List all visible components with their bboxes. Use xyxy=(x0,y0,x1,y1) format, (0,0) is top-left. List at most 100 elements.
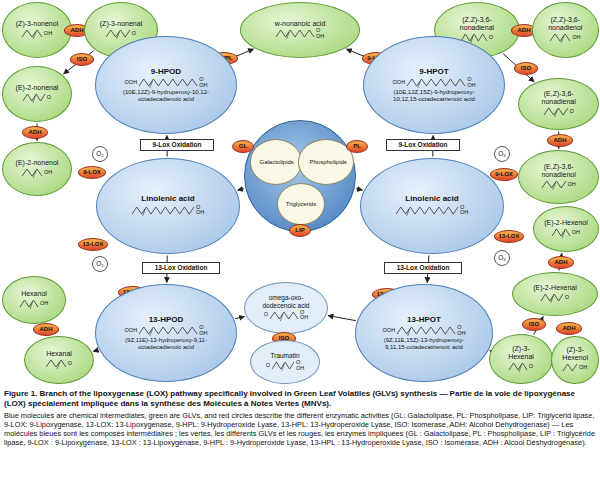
node-content: w-nonanoic acidOOH xyxy=(275,20,326,41)
figure-caption: Figure 1. Branch of the lipoxygenase (LO… xyxy=(4,389,596,408)
group-column: OOH xyxy=(456,325,466,336)
group-column: OOH xyxy=(315,28,325,39)
node-content: Linolenic acidOOH xyxy=(131,195,205,217)
oxygen-circle: O₂ xyxy=(494,250,510,266)
atom-label: OH xyxy=(43,170,53,176)
intermediate-ellipse: 13-HPOTOOHOOH(9Z,11E,15Z)-13-hydroperoxy… xyxy=(355,284,492,382)
node-content: ISO xyxy=(529,321,539,328)
step-box: 13-Lox Oxidation xyxy=(142,262,220,274)
node-content: 13-LOX xyxy=(498,233,519,240)
group-column: OH xyxy=(578,365,588,371)
enzyme-oval: ADH xyxy=(556,322,582,335)
node-content: 9-LOX xyxy=(83,169,101,176)
node-content: O₂ xyxy=(96,260,104,267)
node-content: O₂ xyxy=(498,254,506,261)
node-text: 9-LOX xyxy=(495,171,513,178)
node-text: Linolenic acid xyxy=(141,195,194,204)
node-content: ISO xyxy=(521,65,531,72)
node-content: 13-HPODOOHOOH(9Z,11E)-13-hydroperoxy-9,1… xyxy=(115,316,216,351)
atom-label: OH xyxy=(456,331,466,337)
node-text: ISO xyxy=(529,321,539,328)
node-content: ADH xyxy=(518,27,531,34)
volatile-ellipse: (Z)-3-nonenolOH xyxy=(2,2,72,58)
group-column: OOH xyxy=(295,360,305,371)
molecule-row: OOHOOH xyxy=(124,77,209,88)
group-column: O xyxy=(67,361,73,367)
molecule-sketch xyxy=(138,77,198,88)
group-column: O xyxy=(564,295,570,301)
node-content: HexanalO xyxy=(45,350,73,371)
node-content: (Z)-3-nonenolOH xyxy=(16,20,58,41)
node-text: (E,Z)-3,6-nonadienol xyxy=(531,163,586,178)
molecule-row: O xyxy=(543,106,575,117)
node-text: ADH xyxy=(518,27,531,34)
node-text: Triglycerids xyxy=(286,201,316,208)
node-content: (E,Z)-3,6-nonadienolOH xyxy=(531,163,586,191)
molecule-sketch xyxy=(540,292,564,303)
enzyme-oval: PL xyxy=(346,140,368,153)
node-text: omega-oxo-dodecenoic acid xyxy=(257,294,315,308)
node-text: 13-HPOD xyxy=(149,316,184,325)
node-text: (9Z,11E,15Z)-13-hydroperoxy-9,11,15-octa… xyxy=(375,337,473,350)
molecule-sketch xyxy=(19,298,39,309)
molecule-sketch xyxy=(543,106,569,117)
volatile-ellipse: (E)-2-HexenolOH xyxy=(533,206,599,252)
node-content: TraumatinOOOH xyxy=(265,352,306,372)
node-content: (E)-2-HexenalO xyxy=(533,284,577,305)
molecule-row: O xyxy=(508,361,534,372)
group-column: O xyxy=(46,95,52,101)
atom-label: O xyxy=(265,363,271,369)
volatile-ellipse: HexanolOH xyxy=(2,276,66,324)
node-text: (Z)-3-Hexenal xyxy=(500,345,542,360)
atom-label: OH xyxy=(315,34,325,40)
molecule-row: OOH xyxy=(275,28,325,39)
molecule-sketch xyxy=(541,179,567,190)
atom-label: OH xyxy=(295,366,305,372)
molecule-sketch xyxy=(508,361,528,372)
node-content: Phospholipids xyxy=(309,159,342,166)
atom-label: OH xyxy=(39,301,49,307)
group-column: OOH xyxy=(459,205,469,216)
atom-label: OH xyxy=(198,331,208,337)
node-text: (Z,Z)-3,6-nonadienol xyxy=(543,16,588,31)
group-column: OOH xyxy=(299,310,309,321)
enzyme-oval: ISO xyxy=(514,62,538,75)
molecule-row: O xyxy=(22,92,52,103)
node-content: ADH xyxy=(29,129,42,136)
group-column: OH xyxy=(571,230,581,236)
atom-label: O xyxy=(564,295,570,301)
enzyme-oval: 13-LOX xyxy=(494,230,524,243)
enzyme-oval: ADH xyxy=(547,134,573,147)
node-content: Triglycerids xyxy=(286,201,316,208)
node-layer: (Z)-3-nonenolOHADH(Z)-3-nonenalOw-nonano… xyxy=(0,0,600,385)
node-text: Phospholipids xyxy=(309,159,342,166)
atom-label: OH xyxy=(571,230,581,236)
enzyme-oval: ISO xyxy=(522,318,546,331)
node-content: ADH xyxy=(71,27,84,34)
node-content: O₂ xyxy=(96,150,104,157)
atom-label: OOH xyxy=(124,328,139,334)
molecule-row: OH xyxy=(549,32,581,43)
node-content: ISO xyxy=(77,56,87,63)
node-text: ADH xyxy=(71,27,84,34)
enzyme-oval: ADH xyxy=(22,126,48,139)
atom-label: OH xyxy=(578,365,588,371)
node-text: Hexanal xyxy=(46,350,72,358)
node-text: O₂ xyxy=(96,260,104,267)
node-text: LIP xyxy=(295,227,304,234)
atom-label: O xyxy=(488,35,494,41)
reaction-arrow xyxy=(64,51,94,74)
enzyme-oval: LIP xyxy=(289,224,311,237)
node-content: (E)-2-nonenalO xyxy=(16,84,59,105)
volatile-ellipse: (Z,Z)-3,6-nonadienolOH xyxy=(532,2,599,58)
molecule-sketch xyxy=(271,360,295,371)
molecule-sketch xyxy=(406,77,466,88)
node-text: (Z)-3-Hexenol xyxy=(560,346,590,361)
node-text: ADH xyxy=(40,326,53,333)
volatile-ellipse: (E,Z)-3,6-nonadienalO xyxy=(518,78,599,130)
node-text: 9-HPOT xyxy=(419,68,448,77)
atom-label: OOH xyxy=(124,80,139,86)
enzyme-oval: 9-LOX xyxy=(490,168,518,181)
node-text: 13-LOX xyxy=(498,233,519,240)
molecule-row: O xyxy=(45,358,73,369)
